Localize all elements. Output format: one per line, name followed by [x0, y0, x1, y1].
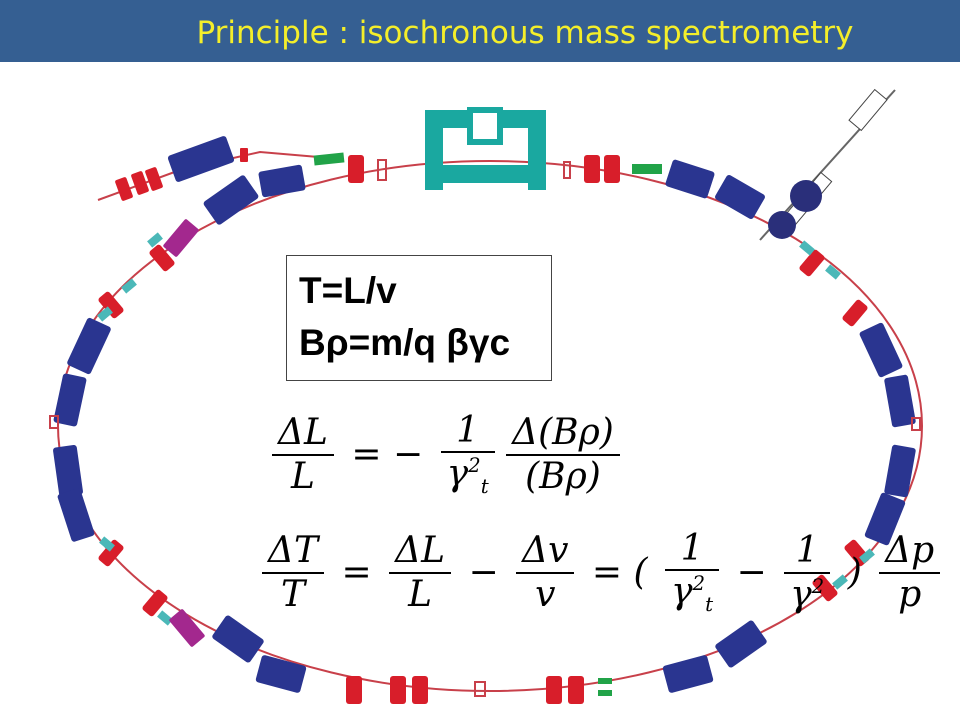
superscript: 2 [468, 454, 481, 478]
diagnostic-elements [313, 152, 662, 696]
revolution-time-formula: ΔT T = ΔL L − Δv v = ( 1 γ2t − 1 γ2 ) Δp… [262, 528, 941, 617]
fraction-gamma: 1 γ2 [784, 530, 831, 615]
equals-paren: = ( [591, 552, 648, 594]
subscript: t [705, 593, 714, 617]
frac-numerator: ΔL [389, 530, 451, 574]
fraction-gamma-t: 1 γ2t [440, 410, 495, 499]
fraction-brho: Δ(Bρ) (Bρ) [506, 412, 620, 497]
frac-denominator: γ2t [441, 453, 495, 499]
quadrupole-magnets [98, 148, 870, 704]
subscript: t [480, 475, 489, 499]
detector-icon [790, 180, 822, 212]
frac-numerator: Δ(Bρ) [506, 412, 620, 456]
detector-icon-2 [768, 211, 796, 239]
equation-box: T=L/v Bρ=m/q βγc [286, 255, 552, 381]
fraction-dl-l: ΔL L [272, 412, 334, 497]
frac-numerator: Δv [516, 530, 575, 574]
slide-title: Principle : isochronous mass spectrometr… [196, 15, 854, 51]
frac-denominator: T [281, 573, 306, 615]
frac-numerator: ΔL [272, 412, 334, 456]
gamma-symbol: γ [790, 573, 812, 615]
path-length-formula: ΔL L = − 1 γ2t Δ(Bρ) (Bρ) [272, 410, 620, 499]
fraction-dp-p: Δp p [879, 530, 941, 615]
frac-denominator: γ2t [665, 571, 719, 617]
sextupole-magnets [97, 232, 875, 626]
time-equation: T=L/v [299, 270, 397, 311]
minus-sign: − [736, 552, 767, 594]
frac-numerator: Δp [879, 530, 941, 574]
superscript: 2 [692, 572, 706, 596]
frac-denominator: L [408, 573, 432, 615]
storage-ring-diagram [49, 88, 923, 704]
fraction-dv-v: Δv v [516, 530, 575, 615]
electron-cooler-icon [425, 107, 546, 190]
frac-numerator: 1 [784, 530, 831, 574]
frac-numerator: 1 [440, 410, 495, 454]
equals-sign: = [341, 552, 372, 594]
frac-numerator: 1 [664, 528, 720, 572]
close-paren: ) [847, 552, 862, 594]
frac-numerator: ΔT [262, 530, 325, 574]
superscript: 2 [811, 574, 825, 598]
fraction-gamma-t: 1 γ2t [664, 528, 720, 617]
gamma-symbol: γ [446, 453, 469, 495]
gamma-symbol: γ [670, 571, 693, 613]
minus-sign: − [468, 552, 499, 594]
title-bar [0, 0, 960, 62]
beam-position-monitors [49, 159, 921, 697]
frac-denominator: v [535, 573, 556, 615]
dipole-magnets [53, 136, 916, 693]
fraction-dt-t: ΔT T [262, 530, 325, 615]
frac-denominator: p [898, 573, 922, 615]
frac-denominator: (Bρ) [525, 455, 601, 497]
frac-denominator: γ2 [784, 574, 830, 615]
frac-denominator: L [291, 455, 315, 497]
fraction-dl-l: ΔL L [389, 530, 451, 615]
kicker-magnets [163, 219, 205, 647]
rigidity-equation: Bρ=m/q βγc [299, 322, 511, 363]
equals-minus: = − [351, 434, 424, 476]
